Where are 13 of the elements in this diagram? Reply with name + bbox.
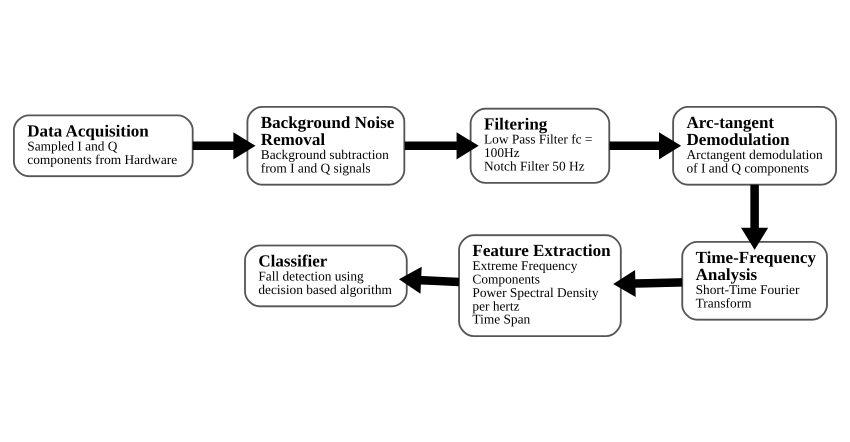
arrow xyxy=(609,132,682,159)
arrow xyxy=(404,132,479,159)
node-box: Data Acquisition Sampled I and Q components from Hardware xyxy=(12,114,194,177)
arrow xyxy=(741,184,768,250)
node-box: Filtering Low Pass Filter fc = 100Hz Notch Filter 50 Hz xyxy=(470,107,610,184)
arrow xyxy=(192,132,256,159)
node-box: Arc-tangent Demodulation Arctangent demodulation of I and Q components xyxy=(672,105,838,186)
node-box: Classifier Fall detection using decision based algorithm xyxy=(244,244,408,307)
node-box: Background Noise Removal Background subtraction from I and Q signals xyxy=(246,105,406,186)
node-box: Feature Extraction Extreme Frequency Components Power Spectral Density per hertz Time Span xyxy=(458,234,622,337)
arrow xyxy=(613,269,682,297)
arrow xyxy=(398,266,460,294)
node-box: Time-Frequency Analysis Short-Time Fourier Transform xyxy=(681,240,828,320)
